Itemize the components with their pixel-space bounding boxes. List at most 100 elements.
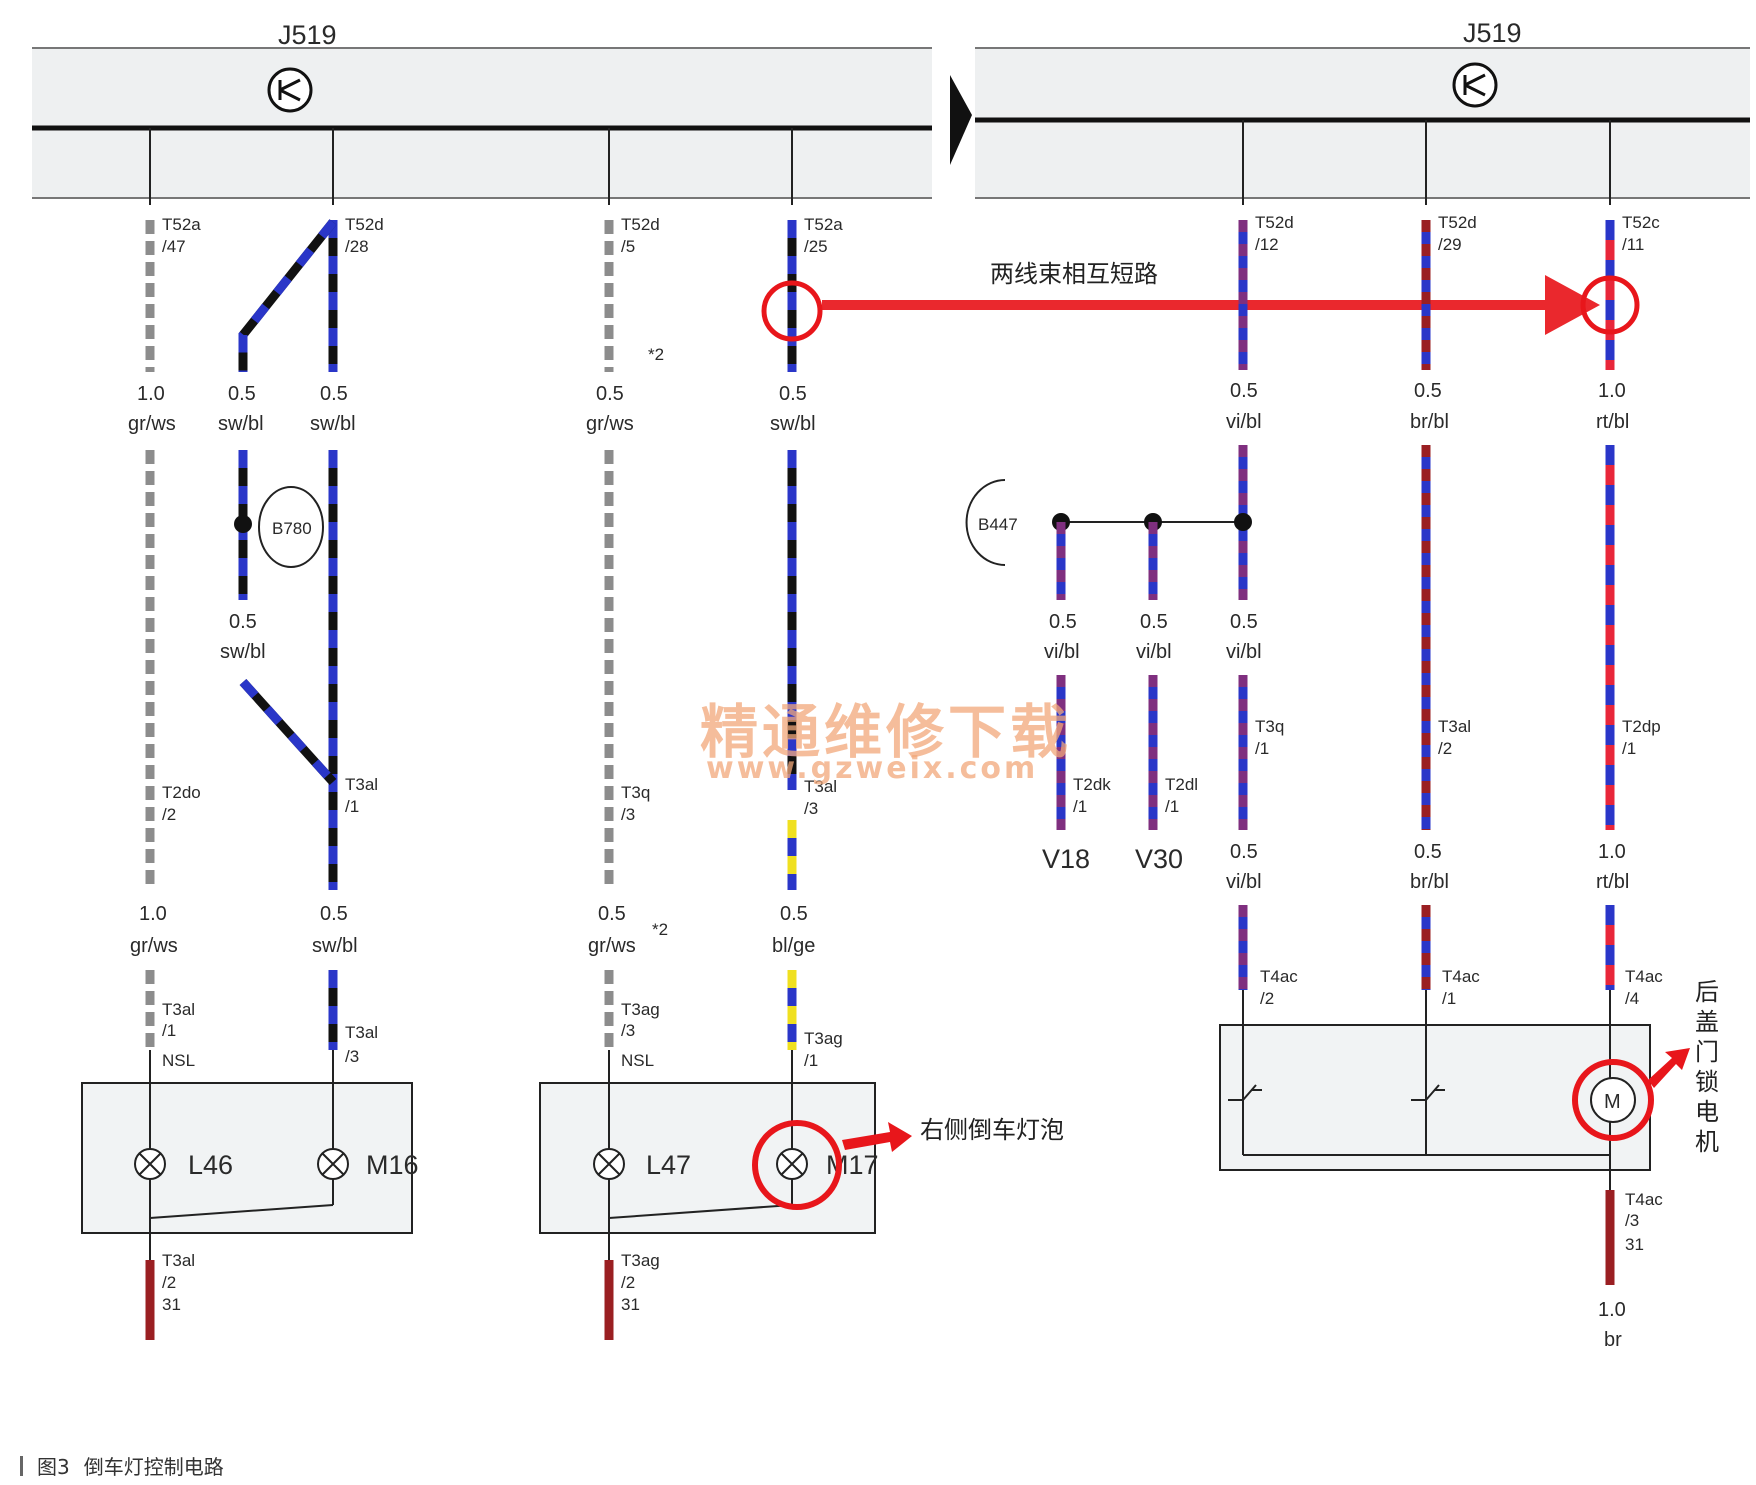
w5-color: vi/bl — [1226, 411, 1262, 433]
w1-top-pin2: /47 — [162, 237, 186, 256]
w1-top-pin: T52a — [162, 215, 201, 234]
b447-br3-color: vi/bl — [1226, 641, 1262, 663]
w6-color2: br/bl — [1410, 871, 1449, 893]
component-l46: L46 — [188, 1150, 233, 1180]
w2-bottom-pin: T3al — [345, 1023, 378, 1042]
w3-note2: *2 — [652, 920, 668, 939]
unit-label-right: J519 — [1463, 18, 1522, 48]
w7-bottom-pin4: /3 — [1625, 1211, 1639, 1230]
wire-3: T52d /5 *2 0.5 gr/ws T3q /3 0.5 gr/ws *2… — [586, 215, 668, 1070]
w1-mid-pin2: /2 — [162, 805, 176, 824]
w1-bottom-pin3: NSL — [162, 1051, 195, 1070]
unit-label-left: J519 — [278, 20, 337, 50]
w3-note: *2 — [648, 345, 664, 364]
w6-bottom-pin2: /1 — [1442, 989, 1456, 1008]
w6-mid-pin: T3al — [1438, 717, 1471, 736]
component-m17: M17 — [826, 1150, 879, 1180]
w4-mid-pin: T3al — [804, 777, 837, 796]
w2b-size2: 0.5 — [229, 611, 257, 633]
component-m16: M16 — [366, 1150, 419, 1180]
w1-bottom-pin2: /1 — [162, 1021, 176, 1040]
w2-top-pin: T52d — [345, 215, 384, 234]
w1-size2: 1.0 — [139, 903, 167, 925]
w4-top-pin2: /25 — [804, 237, 828, 256]
motor-icon — [1590, 1077, 1636, 1123]
watermark: 精通维修下载 www.gzweix.com — [700, 698, 1068, 786]
ground-2-pin: T3ag — [621, 1251, 660, 1270]
w3-mid-pin2: /3 — [621, 805, 635, 824]
w3-top-pin2: /5 — [621, 237, 635, 256]
w6-size: 0.5 — [1414, 380, 1442, 402]
w5-size: 0.5 — [1230, 380, 1258, 402]
w7-top-pin: T52c — [1622, 213, 1660, 232]
highlight-motor — [1572, 1059, 1654, 1141]
w6-top-pin: T52d — [1438, 213, 1477, 232]
component-l47: L47 — [646, 1150, 691, 1180]
w7-color3: br — [1604, 1329, 1622, 1351]
motor-label-3: 门 — [1695, 1038, 1719, 1066]
b447-br1-size: 0.5 — [1049, 611, 1077, 633]
switch-2 — [1411, 1084, 1445, 1101]
continuation-arrow — [950, 75, 972, 165]
w2-mid-pin2: /1 — [345, 797, 359, 816]
w5-mid-pin2: /1 — [1255, 739, 1269, 758]
w3-mid-pin: T3q — [621, 783, 650, 802]
motor-label-6: 机 — [1695, 1128, 1719, 1156]
w2-size2: 0.5 — [320, 903, 348, 925]
w5-size2: 0.5 — [1230, 841, 1258, 863]
ground-2-num: 31 — [621, 1295, 640, 1314]
caption-bar — [20, 1455, 23, 1476]
switch-1 — [1228, 1084, 1262, 1101]
w2-bottom-pin2: /3 — [345, 1047, 359, 1066]
splice-b780-dot — [234, 515, 252, 533]
w5-color2: vi/bl — [1226, 871, 1262, 893]
w6-bottom-pin: T4ac — [1442, 967, 1480, 986]
w5-mid-pin: T3q — [1255, 717, 1284, 736]
w4-mid-pin2: /3 — [804, 799, 818, 818]
w4-bottom-pin2: /1 — [804, 1051, 818, 1070]
w3-size2: 0.5 — [598, 903, 626, 925]
caption-title: 倒车灯控制电路 — [83, 1455, 224, 1479]
control-unit-right: J519 — [975, 18, 1750, 199]
w7-size: 1.0 — [1598, 380, 1626, 402]
figure-caption: 图3 倒车灯控制电路 — [20, 1451, 224, 1480]
w4-color: sw/bl — [770, 413, 816, 435]
w3-top-pin: T52d — [621, 215, 660, 234]
w1-color: gr/ws — [128, 413, 176, 435]
w6-color: br/bl — [1410, 411, 1449, 433]
splice-b780 — [258, 486, 324, 568]
transistor-symbol-right — [1452, 62, 1498, 108]
b447-br2-pin: T2dl — [1165, 775, 1198, 794]
w7-bottom-pin3: T4ac — [1625, 1190, 1663, 1209]
w7-top-pin2: /11 — [1622, 235, 1644, 254]
w6-mid-pin2: /2 — [1438, 739, 1452, 758]
short-circuit-marker-left — [761, 280, 823, 342]
w7-size2: 1.0 — [1598, 841, 1626, 863]
w7-color: rt/bl — [1596, 411, 1629, 433]
ground-wires: T3al /2 31 T3ag /2 31 — [145, 1251, 660, 1340]
w2-size: 0.5 — [320, 383, 348, 405]
w2-mid-pin: T3al — [345, 775, 378, 794]
w4-size2: 0.5 — [780, 903, 808, 925]
w7-bottom-pin2: /4 — [1625, 989, 1639, 1008]
wire-7: T52c /11 1.0 rt/bl T2dp /1 1.0 rt/bl T4a… — [1580, 213, 1663, 1351]
w7-bottom-pin: T4ac — [1625, 967, 1663, 986]
motor-label-2: 盖 — [1695, 1008, 1719, 1036]
w5-top-pin2: /12 — [1255, 235, 1279, 254]
wiring-diagram: J519 J519 T52a /47 1.0 gr — [32, 18, 1750, 1351]
right-bulb-label: 右侧倒车灯泡 — [920, 1116, 1064, 1144]
component-v18: V18 — [1042, 844, 1090, 874]
arrow-motor — [1648, 1048, 1690, 1088]
w7-size3: 1.0 — [1598, 1299, 1626, 1321]
ground-1-pin: T3al — [162, 1251, 195, 1270]
w4-color2: bl/ge — [772, 935, 815, 957]
splice-b447: B447 0.5 vi/bl 0.5 vi/bl 0.5 vi/bl T2dk … — [965, 479, 1262, 874]
b447-br1-pin2: /1 — [1073, 797, 1087, 816]
w7-ground: 31 — [1625, 1235, 1644, 1254]
w2-top-pin2: /28 — [345, 237, 369, 256]
short-circuit-label: 两线束相互短路 — [990, 260, 1158, 288]
unit-drop-lines — [149, 120, 1611, 205]
w2b-color: sw/bl — [218, 413, 264, 435]
highlight-right-bulb — [752, 1120, 842, 1210]
short-circuit-marker-right — [1580, 275, 1640, 335]
